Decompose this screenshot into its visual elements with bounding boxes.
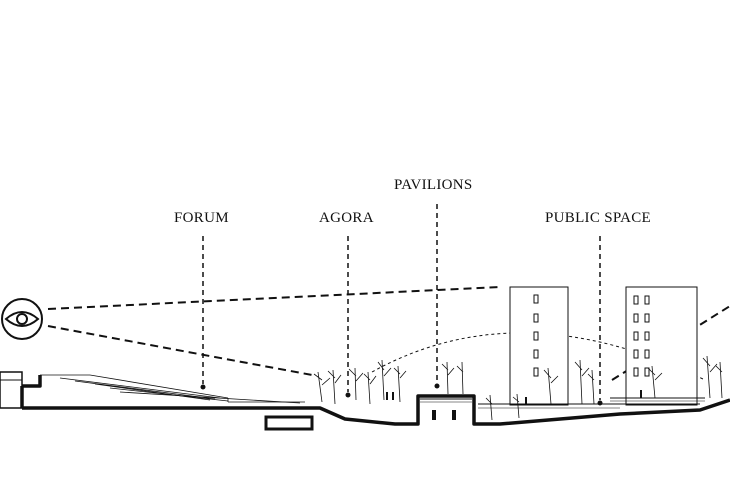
label-agora: AGORA (319, 210, 374, 226)
underground-room (264, 415, 314, 431)
people-figures (386, 390, 642, 404)
label-pavilions: PAVILIONS (394, 177, 473, 193)
label-forum: FORUM (174, 210, 229, 226)
forum-seating (40, 374, 305, 404)
tower-left (509, 286, 569, 406)
label-public-space: PUBLIC SPACE (545, 210, 651, 226)
public-space-ground (478, 397, 705, 409)
label-leaders (202, 204, 601, 400)
pavilion-box (420, 398, 472, 420)
tower-right (625, 286, 698, 406)
ground-section (22, 375, 730, 426)
vegetation (313, 355, 723, 421)
left-building (0, 371, 23, 409)
eye-icon (1, 298, 43, 340)
